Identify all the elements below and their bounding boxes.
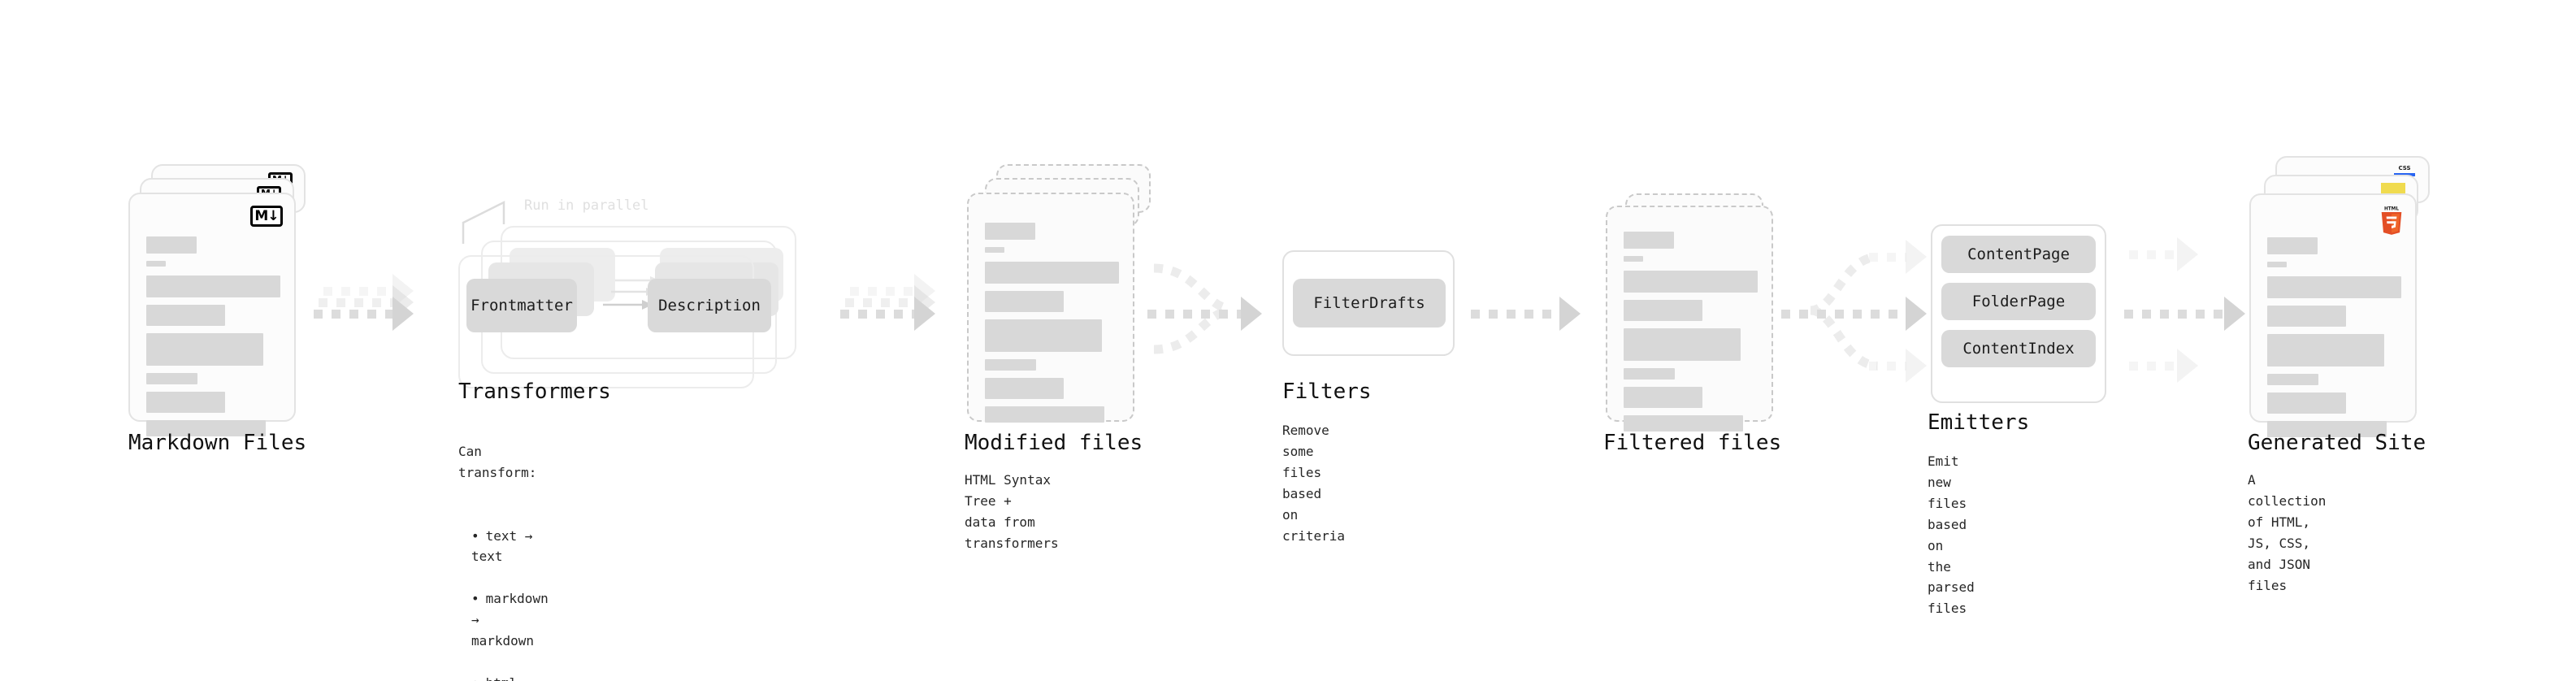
content-bar bbox=[146, 420, 266, 436]
content-bar bbox=[146, 305, 225, 326]
emitter-chip-contentpage[interactable]: ContentPage bbox=[1941, 236, 2096, 273]
stage-title-filtered-files: Filtered files bbox=[1603, 431, 1782, 455]
content-bar bbox=[1624, 300, 1702, 321]
transformer-chip-frontmatter[interactable]: Frontmatter bbox=[466, 279, 577, 332]
stage-subtitle-filters: Remove some files based on criteria bbox=[1282, 423, 1346, 544]
document-content-placeholder bbox=[985, 223, 1119, 423]
html5-shield-svg: HTML bbox=[2381, 207, 2402, 235]
content-bar bbox=[1624, 387, 1702, 408]
emitter-chip-contentindex[interactable]: ContentIndex bbox=[1941, 330, 2096, 367]
content-bar bbox=[2267, 374, 2318, 385]
content-bar bbox=[985, 359, 1036, 371]
content-bar bbox=[2267, 334, 2384, 367]
document-content-placeholder bbox=[2267, 237, 2401, 437]
content-bar bbox=[2267, 421, 2387, 437]
content-bar bbox=[146, 373, 197, 384]
modified-file-front bbox=[967, 193, 1134, 423]
transformers-bullet-item: markdown → markdown bbox=[471, 588, 549, 652]
content-bar bbox=[2267, 276, 2401, 298]
markdown-logo-icon: M↓ bbox=[250, 206, 283, 227]
stage-title-generated-site: Generated Site bbox=[2248, 431, 2426, 455]
content-bar bbox=[985, 247, 1004, 253]
content-bar bbox=[985, 378, 1064, 399]
content-bar bbox=[146, 275, 280, 297]
stage-title-transformers: Transformers bbox=[458, 380, 611, 404]
document-content-placeholder bbox=[146, 236, 280, 436]
content-bar bbox=[1624, 328, 1741, 361]
content-bar bbox=[1624, 415, 1743, 432]
svg-text:HTML: HTML bbox=[2384, 207, 2399, 212]
transformers-bullet-list: text → text markdown → markdown html → h… bbox=[458, 505, 549, 681]
content-bar bbox=[1624, 256, 1643, 262]
generated-file-html: HTML bbox=[2249, 193, 2417, 437]
content-bar bbox=[985, 406, 1104, 423]
content-bar bbox=[2267, 262, 2287, 267]
content-bar bbox=[1624, 232, 1674, 249]
stage-title-filters: Filters bbox=[1282, 380, 1372, 404]
filter-chip-filterdrafts[interactable]: FilterDrafts bbox=[1293, 279, 1446, 327]
css3-logo-text: CSS bbox=[2398, 165, 2411, 171]
stage-title-markdown-files: Markdown Files bbox=[128, 431, 307, 455]
content-bar bbox=[2267, 306, 2346, 327]
stage-title-modified-files: Modified files bbox=[965, 431, 1143, 455]
content-bar bbox=[146, 333, 263, 366]
stage-subtitle-generated-site: A collection of HTML, JS, CSS, and JSON … bbox=[2248, 472, 2327, 593]
stage-subtitle-emitters: Emit new files based on the parsed files bbox=[1928, 453, 1975, 617]
content-bar bbox=[985, 319, 1102, 352]
content-bar bbox=[2267, 393, 2346, 414]
transformer-chip-description[interactable]: Description bbox=[648, 279, 771, 332]
document-content-placeholder bbox=[1624, 232, 1758, 432]
transformers-bullet-item: text → text bbox=[471, 526, 549, 568]
transformers-subtitle-heading: Can transform: bbox=[458, 443, 537, 480]
content-bar bbox=[146, 261, 166, 267]
content-bar bbox=[1624, 271, 1758, 293]
run-in-parallel-label: Run in parallel bbox=[524, 197, 649, 214]
markdown-file-front: M↓ bbox=[128, 193, 296, 436]
emitter-chip-folderpage[interactable]: FolderPage bbox=[1941, 283, 2096, 320]
content-bar bbox=[985, 291, 1064, 312]
content-bar bbox=[2267, 237, 2318, 254]
content-bar bbox=[146, 236, 197, 254]
stage-subtitle-modified-files: HTML Syntax Tree + data from transformer… bbox=[965, 472, 1059, 551]
content-bar bbox=[146, 392, 225, 413]
content-bar bbox=[1624, 368, 1675, 380]
filtered-file-front bbox=[1606, 206, 1773, 432]
content-bar bbox=[985, 223, 1035, 240]
stage-subtitle-transformers: Can transform: text → text markdown → ma… bbox=[458, 420, 549, 681]
stage-title-emitters: Emitters bbox=[1928, 410, 2030, 435]
html5-logo-icon: HTML bbox=[2378, 205, 2405, 237]
content-bar bbox=[985, 262, 1119, 284]
transformers-bullet-item: html → html bbox=[471, 673, 549, 681]
